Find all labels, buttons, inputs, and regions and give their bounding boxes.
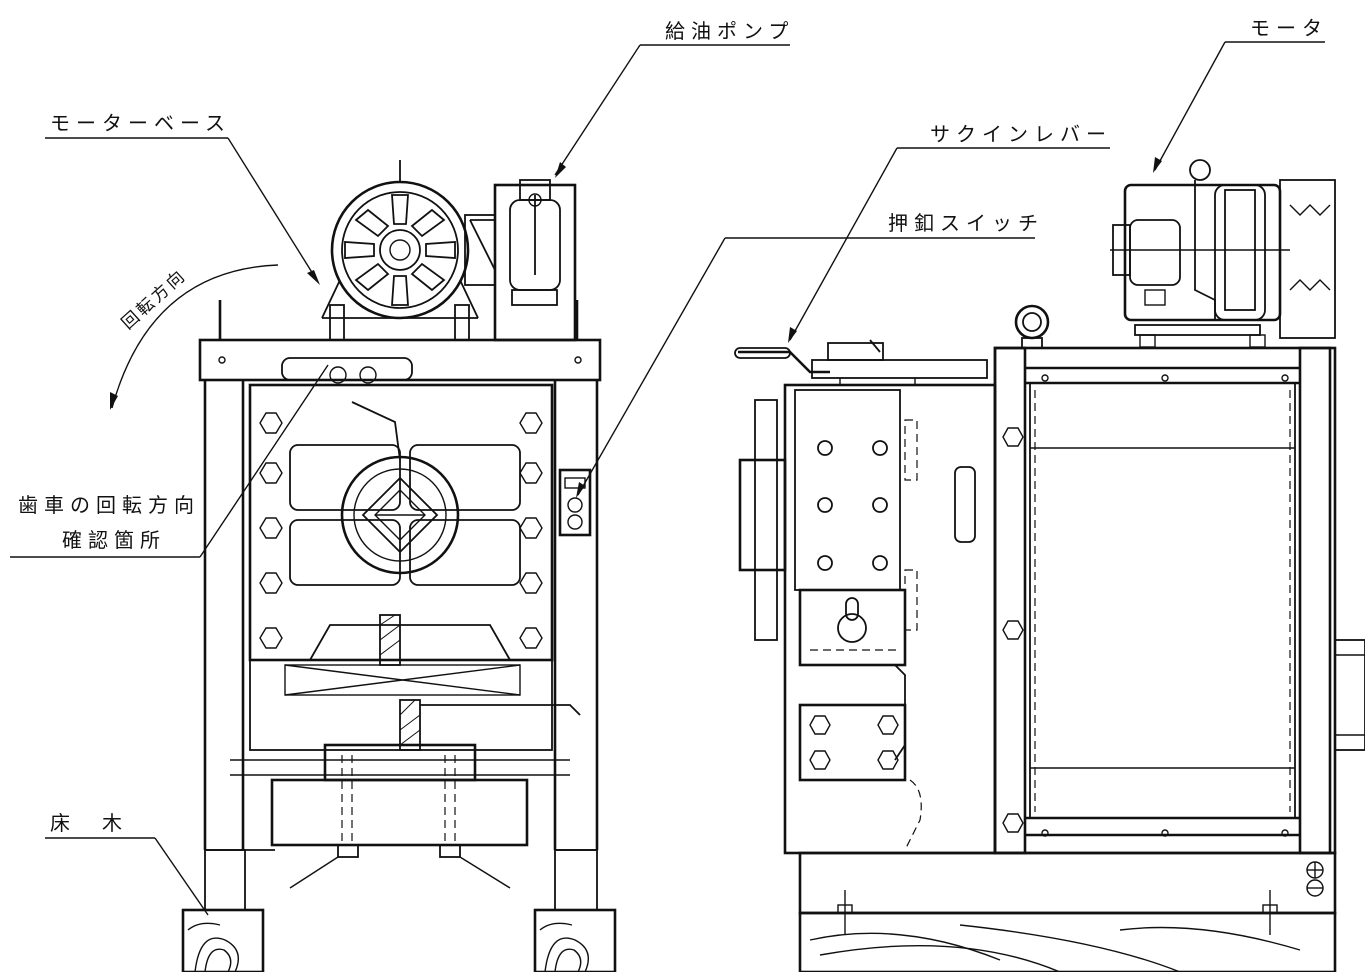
front-motor xyxy=(321,160,496,341)
side-body xyxy=(993,346,1337,855)
eye-bolt xyxy=(1014,304,1050,349)
front-oil-pump xyxy=(469,179,577,342)
labels: 給油ポンプ モータ モーターベース サクインレバー 押釦スイッチ 回転方向 歯車… xyxy=(18,16,1328,835)
label-gear-check-1: 歯車の回転方向 xyxy=(18,493,200,517)
suction-lever xyxy=(734,339,988,385)
front-frame-outer xyxy=(198,338,602,382)
label-floor-timber: 床 木 xyxy=(50,811,128,835)
label-push-switch: 押釦スイッチ xyxy=(888,211,1044,235)
front-view xyxy=(181,160,617,972)
gear-case xyxy=(248,383,554,662)
floor-timber-left xyxy=(181,908,265,972)
label-rotation-direction: 回転方向 xyxy=(118,265,191,333)
side-view xyxy=(734,159,1365,972)
label-suction-lever: サクインレバー xyxy=(930,122,1112,146)
leader-lines xyxy=(10,41,1325,916)
motor-base-plate xyxy=(281,357,413,381)
label-gear-check-2: 確認箇所 xyxy=(62,528,166,552)
floor-timber-side xyxy=(798,911,1337,972)
label-motor-base: モーターベース xyxy=(50,111,231,135)
floor-timber-right xyxy=(533,908,617,972)
label-oil-pump: 給油ポンプ xyxy=(665,19,794,43)
side-motor xyxy=(1110,159,1336,348)
front-push-switch xyxy=(558,468,592,537)
rotation-arrow xyxy=(111,264,279,409)
label-motor: モータ xyxy=(1250,16,1328,40)
